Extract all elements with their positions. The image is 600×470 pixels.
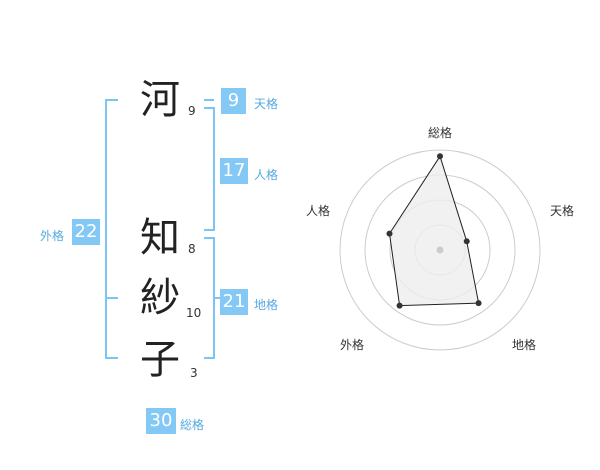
radar-label-soukaku: 総格 — [427, 126, 452, 140]
name-char-2: 知 — [140, 215, 180, 261]
radar-label-jinkaku: 人格 — [305, 204, 330, 218]
soukaku-label: 総格 — [180, 418, 205, 432]
radar-polygon — [388, 155, 480, 307]
radar-label-tenkaku: 天格 — [549, 204, 574, 218]
radar-point-2 — [463, 238, 470, 245]
radar-label-gaikaku: 外格 — [339, 338, 364, 352]
tenkaku-label: 天格 — [254, 97, 279, 111]
stroke-count-4: 3 — [190, 366, 198, 380]
jinkaku-label: 人格 — [254, 168, 279, 182]
jinkaku-badge: 17 — [220, 158, 248, 184]
radar-point-4 — [396, 302, 403, 309]
gaikaku-badge: 22 — [72, 219, 100, 245]
stroke-count-1: 9 — [188, 104, 196, 118]
name-char-1: 河 — [140, 77, 180, 123]
gaikaku-label: 外格 — [40, 229, 65, 243]
radar-center — [436, 246, 444, 254]
stroke-count-3: 10 — [186, 306, 202, 320]
name-char-4: 子 — [140, 337, 180, 383]
radar-point-1 — [437, 153, 443, 160]
radar-point-3 — [475, 300, 482, 307]
chikaku-badge: 21 — [220, 289, 248, 315]
radar-label-chikaku: 地格 — [511, 338, 536, 352]
name-char-3: 紗 — [140, 275, 180, 321]
tenkaku-badge: 9 — [221, 88, 246, 114]
stroke-count-2: 8 — [188, 242, 196, 256]
radar-point-5 — [386, 230, 393, 237]
radar-ring-4 — [339, 149, 541, 351]
soukaku-badge: 30 — [146, 408, 176, 434]
chikaku-label: 地格 — [254, 298, 279, 312]
